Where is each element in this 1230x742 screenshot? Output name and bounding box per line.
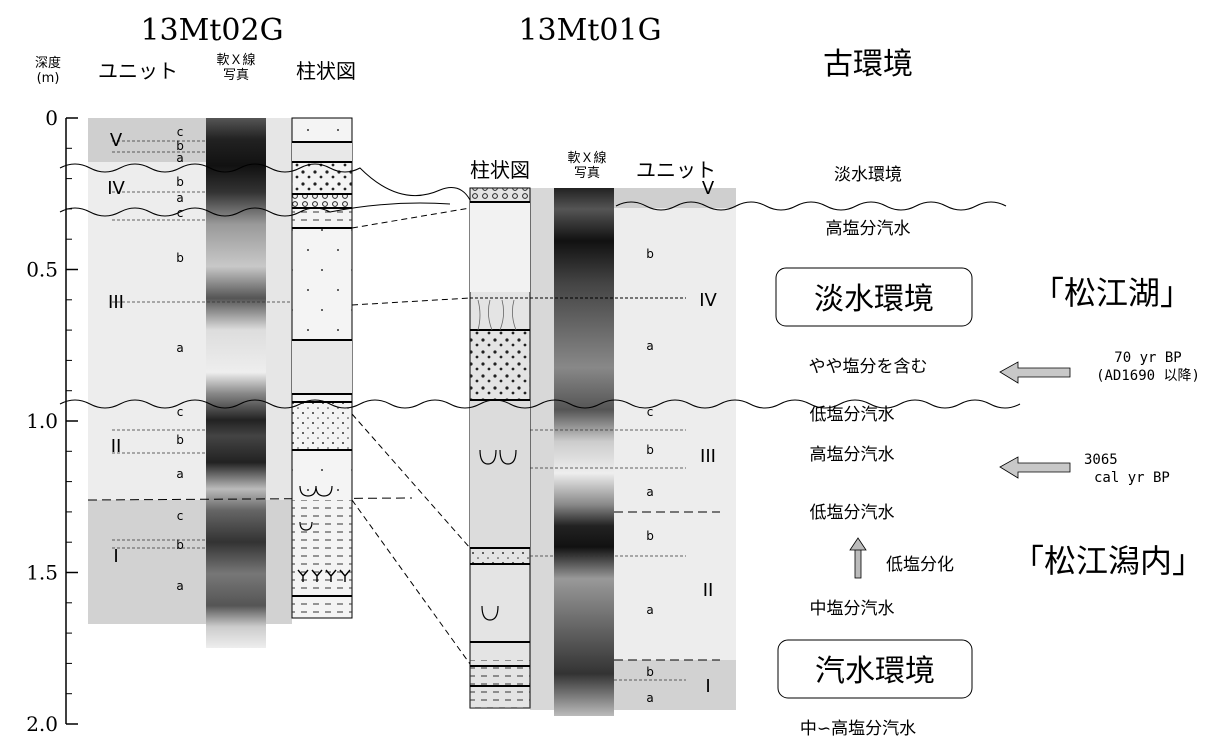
subunit-label: c	[647, 405, 654, 419]
unit-II-left: II	[111, 436, 122, 457]
depth-axis: 0 0.5 1.0 1.5 2.0	[26, 106, 78, 736]
core-13Mt01G	[469, 187, 736, 716]
subunit-label: b	[176, 251, 184, 265]
unit-IV-left: IV	[107, 178, 125, 199]
subunit-label: b	[176, 433, 184, 447]
subunit-label: a	[646, 339, 653, 353]
subunit-label: c	[177, 125, 184, 139]
subunit-label: a	[176, 191, 183, 205]
depth-tick-label: 0	[45, 106, 58, 130]
xray-strip-right	[554, 188, 614, 716]
env-label: 低塩分汽水	[810, 405, 895, 425]
depth-header: 深度	[35, 55, 61, 71]
env-label: 高塩分汽水	[826, 219, 911, 239]
unit-IV-right: IV	[699, 290, 717, 311]
unit-bg-upper-left	[88, 162, 206, 500]
unit-III-right: III	[700, 446, 716, 467]
unit-bg-I-right	[614, 660, 736, 710]
unit-II-right: II	[703, 580, 714, 601]
column-header-right: 柱状図	[470, 158, 530, 182]
env-label: 低塩分汽水	[810, 503, 895, 523]
subunit-label: b	[646, 443, 654, 457]
subunit-label: a	[176, 579, 183, 593]
unit-bg-V-left	[88, 118, 206, 162]
subunit-label: c	[177, 509, 184, 523]
up-arrow-icon	[849, 537, 867, 579]
date-label: (AD1690 以降)	[1096, 368, 1200, 384]
depth-tick-label: 1.0	[26, 409, 58, 433]
env-box-freshwater	[775, 267, 973, 327]
unit-header-left: ユニット	[98, 59, 178, 83]
place-label-matsue-lagoon: 「松江潟内」	[1012, 542, 1204, 580]
subunit-label: b	[176, 175, 184, 189]
env-box-brackish-label: 汽水環境	[815, 654, 935, 689]
unit-bg-V-right	[614, 188, 736, 208]
env-label: 中塩分汽水	[810, 599, 895, 619]
xray-strip-left	[206, 118, 266, 648]
subunit-label: b	[646, 665, 654, 679]
date-arrow-icon	[999, 361, 1071, 384]
env-box-brackish	[777, 639, 973, 699]
unit-bg-upper-right	[614, 208, 736, 660]
xray-header-right-2: 写真	[574, 166, 600, 181]
unit-bg-I-left	[88, 500, 206, 624]
depth-tick-label: 0.5	[26, 258, 58, 282]
subunit-label: a	[176, 341, 183, 355]
subunit-label: a	[646, 691, 653, 705]
depth-tick-label: 2.0	[26, 712, 58, 736]
subunit-label: b	[646, 247, 654, 261]
subunit-label: a	[646, 485, 653, 499]
subunit-label: a	[176, 151, 183, 165]
env-label: 高塩分汽水	[810, 445, 895, 465]
unit-header-right: ユニット	[636, 158, 716, 182]
depth-unit: (m)	[37, 71, 60, 86]
unit-I-right: I	[705, 676, 710, 697]
env-label: 淡水環境	[834, 165, 902, 185]
subunit-label: c	[177, 206, 184, 220]
date-label: 70 yr BP	[1114, 350, 1181, 366]
unit-I-left: I	[113, 546, 118, 567]
subunit-label: a	[176, 467, 183, 481]
date-label: cal yr BP	[1094, 470, 1170, 486]
env-label: やや塩分を含む	[809, 357, 928, 377]
subunit-label: b	[176, 538, 184, 552]
subunit-label: a	[646, 603, 653, 617]
xray-header-left-2: 写真	[223, 68, 249, 83]
core-title-13Mt02G: 13Mt02G	[140, 13, 283, 48]
core-13Mt02G	[87, 117, 413, 648]
depth-tick-label: 1.5	[26, 561, 58, 585]
env-box-freshwater-label: 淡水環境	[814, 282, 934, 317]
subunit-label: c	[177, 405, 184, 419]
unit-III-left: III	[108, 292, 124, 313]
unit-V-left: V	[110, 130, 123, 151]
subunit-label: b	[176, 139, 184, 153]
subunit-label: b	[646, 529, 654, 543]
core-title-13Mt01G: 13Mt01G	[518, 13, 661, 48]
column-header-left: 柱状図	[296, 59, 356, 83]
env-label: 中∽高塩分汽水	[800, 719, 916, 739]
place-label-matsue-lake: 「松江湖」	[1032, 274, 1192, 312]
correlation-lines	[59, 163, 1021, 665]
paleo-title: 古環境	[823, 47, 913, 82]
unit-V-right: V	[702, 178, 715, 199]
date-arrow-icon	[999, 456, 1071, 479]
xray-header-right-1: 軟Ｘ線	[567, 150, 606, 166]
env-label: 低塩分化	[886, 555, 954, 575]
date-label: 3065	[1084, 452, 1118, 468]
xray-header-left-1: 軟Ｘ線	[216, 52, 255, 68]
